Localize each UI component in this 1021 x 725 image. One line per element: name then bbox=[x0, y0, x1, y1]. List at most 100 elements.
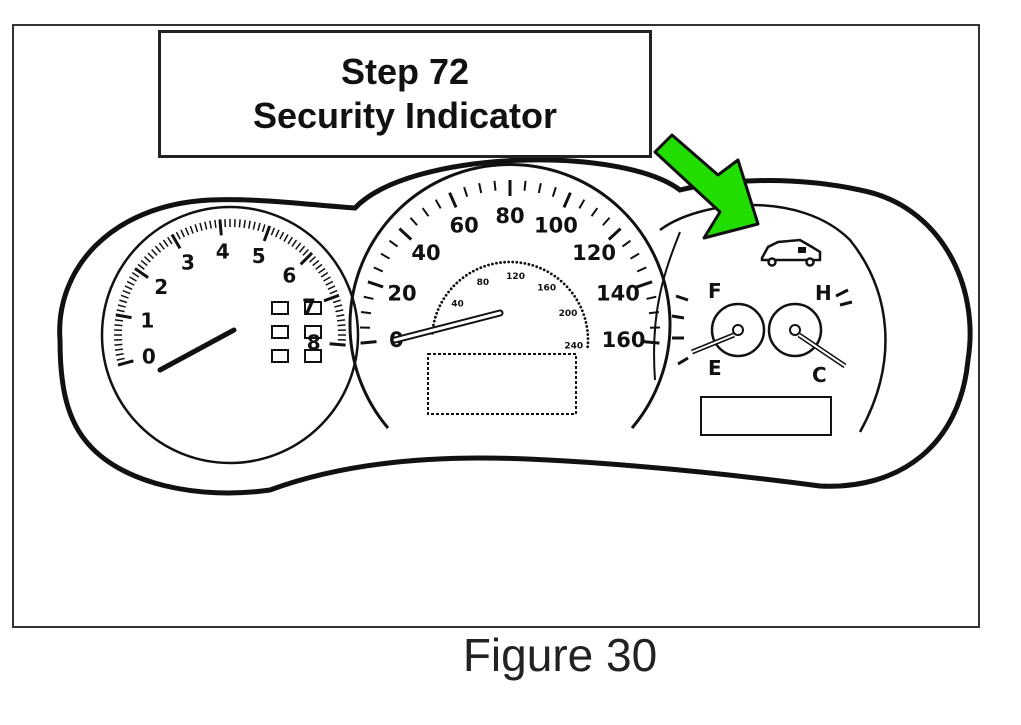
kmh-dot bbox=[570, 291, 574, 295]
tach-tick bbox=[124, 285, 133, 291]
kmh-dot bbox=[586, 329, 589, 332]
tach-label: 5 bbox=[252, 244, 266, 268]
speed-tick bbox=[537, 183, 542, 194]
tach-tick bbox=[194, 224, 199, 233]
tach-tick bbox=[147, 252, 155, 260]
kmh-dot bbox=[452, 284, 456, 288]
tach-tick bbox=[114, 324, 123, 327]
tach-label: 8 bbox=[307, 330, 321, 354]
speed-tick bbox=[463, 186, 469, 198]
kmh-dot bbox=[432, 323, 435, 327]
speed-tick bbox=[629, 252, 640, 260]
tach-tick bbox=[327, 285, 336, 291]
tach-label: 3 bbox=[181, 250, 195, 274]
kmh-dot bbox=[562, 282, 566, 286]
speed-label: 20 bbox=[387, 281, 416, 305]
tach-tick bbox=[167, 236, 173, 245]
tach-tick bbox=[283, 234, 289, 242]
speed-tick bbox=[398, 227, 413, 241]
tach-tick bbox=[170, 233, 182, 250]
cluster-housing bbox=[57, 157, 973, 496]
speed-tick bbox=[523, 180, 527, 191]
speed-tick bbox=[578, 199, 586, 209]
tach-tick bbox=[151, 248, 158, 256]
callout-arrow bbox=[653, 133, 760, 240]
kmh-dot bbox=[438, 304, 442, 308]
speed-tick bbox=[562, 192, 572, 208]
kmh-label: 240 bbox=[564, 342, 583, 352]
tach-tick bbox=[129, 276, 137, 282]
odometer-display bbox=[427, 353, 577, 415]
speed-label: 80 bbox=[495, 204, 524, 228]
tach-tick bbox=[274, 229, 280, 238]
speed-tick bbox=[388, 239, 399, 248]
kmh-dot bbox=[464, 273, 468, 277]
kmh-dot bbox=[586, 337, 590, 341]
kmh-label: 80 bbox=[477, 278, 490, 288]
tach-tick bbox=[302, 248, 309, 256]
tach-tick bbox=[116, 309, 125, 313]
tach-tick bbox=[336, 319, 346, 322]
tach-tick bbox=[116, 357, 125, 361]
kmh-dot bbox=[565, 285, 569, 289]
speed-tick bbox=[421, 207, 430, 217]
kmh-dot bbox=[519, 261, 523, 265]
kmh-dot bbox=[542, 268, 546, 272]
tach-tick bbox=[323, 293, 340, 303]
tach-label: 2 bbox=[154, 275, 168, 299]
kmh-dot bbox=[568, 288, 572, 292]
speed-tick bbox=[409, 217, 418, 226]
tach-tick bbox=[115, 313, 132, 320]
fuel-temp-pod: F E H C bbox=[653, 203, 887, 436]
figure-caption: Figure 30 bbox=[462, 629, 658, 681]
tach-tick bbox=[248, 220, 251, 229]
tach-tick bbox=[334, 304, 343, 308]
kmh-dot bbox=[573, 294, 577, 298]
speed-label: 40 bbox=[411, 241, 440, 265]
tach-tick bbox=[117, 304, 126, 308]
fuel-full-label: F bbox=[708, 279, 722, 303]
speed-tick bbox=[367, 280, 384, 289]
tach-tick bbox=[262, 225, 272, 242]
tach-label: 4 bbox=[216, 239, 230, 263]
tach-tick bbox=[261, 224, 266, 233]
tach-tick bbox=[199, 222, 203, 231]
speed-label: 120 bbox=[572, 241, 616, 265]
kmh-dot bbox=[495, 261, 498, 265]
temp-cold-label: C bbox=[812, 363, 827, 387]
tach-tick bbox=[119, 299, 128, 304]
speed-tick bbox=[643, 340, 660, 345]
kmh-dot bbox=[511, 260, 515, 264]
speed-tick bbox=[590, 207, 599, 217]
tach-tick bbox=[336, 314, 345, 317]
kmh-dot bbox=[579, 305, 583, 309]
tach-tick bbox=[134, 267, 149, 279]
tach-tick bbox=[295, 242, 302, 250]
kmh-dot bbox=[583, 317, 587, 320]
speed-tick bbox=[373, 266, 384, 273]
kmh-dot bbox=[461, 276, 465, 280]
tach-tick bbox=[189, 225, 194, 234]
tach-tick bbox=[287, 236, 293, 245]
tach-tick bbox=[120, 294, 129, 299]
tach-tick bbox=[257, 222, 261, 231]
fuel-empty-label: E bbox=[708, 356, 722, 380]
speed-label: 140 bbox=[596, 281, 640, 305]
tach-tick bbox=[115, 353, 124, 356]
tach-tick bbox=[218, 219, 223, 236]
tach-tick bbox=[291, 239, 298, 247]
tach-tick bbox=[309, 256, 317, 263]
speed-tick bbox=[607, 227, 622, 241]
kmh-dot bbox=[455, 281, 459, 285]
speed-tick bbox=[380, 252, 391, 260]
kmh-dot bbox=[515, 260, 519, 264]
speed-label: 60 bbox=[449, 214, 478, 238]
kmh-dot bbox=[449, 287, 453, 291]
fuel-gauge: F E bbox=[671, 279, 766, 380]
tach-tick bbox=[143, 256, 151, 263]
kmh-dot bbox=[491, 262, 494, 266]
kmh-dot bbox=[503, 260, 506, 264]
